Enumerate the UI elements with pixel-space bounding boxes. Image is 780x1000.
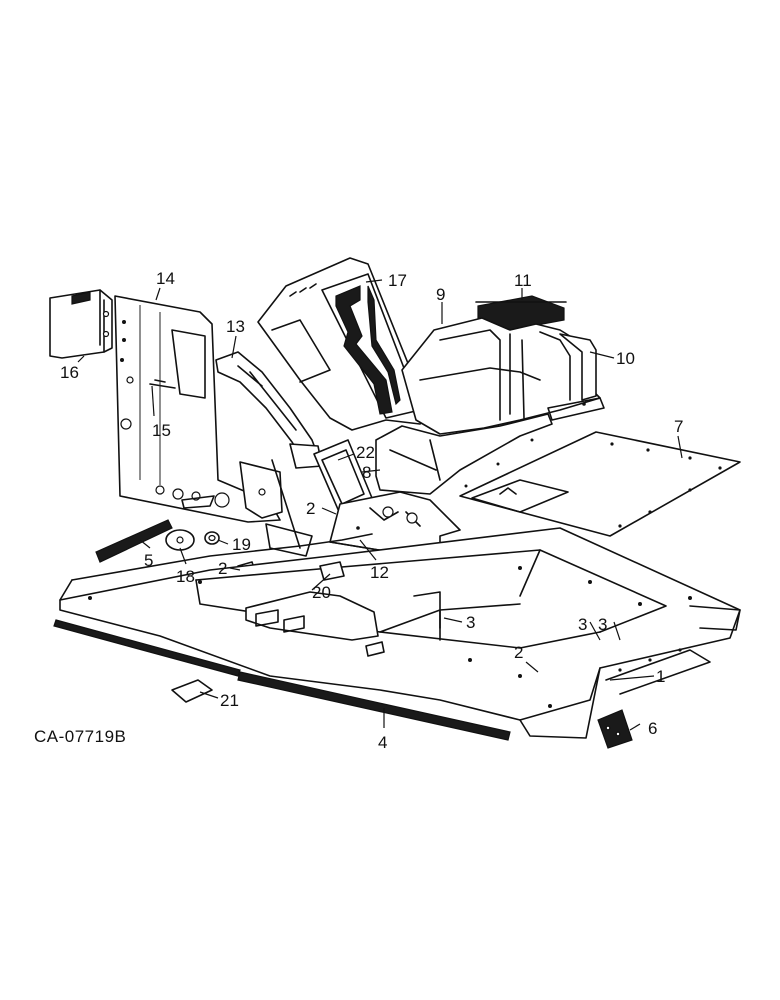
callout-8: 8: [362, 463, 371, 482]
part-7-floor-panel: [459, 431, 741, 537]
part-17-frame: [257, 257, 431, 431]
callout-9: 9: [436, 285, 445, 304]
part-9-console-housing: [401, 317, 605, 435]
callout-12: 12: [370, 563, 389, 582]
part-4-strip: [53, 619, 511, 741]
callout-1: 1: [656, 667, 665, 686]
callout-15: 15: [152, 421, 171, 440]
callout-2-upper: 2: [306, 499, 315, 518]
part-21-piece: [171, 679, 213, 703]
callout-17: 17: [388, 271, 407, 290]
callout-4: 4: [378, 733, 387, 752]
callout-20: 20: [312, 583, 331, 602]
callout-16: 16: [60, 363, 79, 382]
callout-11: 11: [514, 271, 532, 290]
part-19-grommet: [204, 531, 220, 545]
part-5-strip: [95, 519, 173, 563]
callout-13: 13: [226, 317, 245, 336]
callout-7: 7: [674, 417, 683, 436]
part-8-mat: [375, 413, 553, 495]
callout-14: 14: [156, 269, 175, 288]
part-11-bar: [475, 295, 567, 331]
callout-18: 18: [176, 567, 195, 586]
callout-2-left: 2: [218, 559, 227, 578]
callout-21: 21: [220, 691, 239, 710]
callout-2-right: 2: [514, 643, 523, 662]
part-13-curved-arm: [215, 351, 323, 557]
callouts: 16 14 15 13 17 9 11 10 7 22 8 2 12 5 18 …: [34, 269, 683, 752]
callout-6: 6: [648, 719, 657, 738]
part-14-side-panel: [114, 295, 281, 523]
part-1-main-frame: [59, 527, 741, 739]
drawing-code: CA-07719B: [34, 727, 126, 746]
part-16-bracket: [49, 289, 113, 359]
callout-22: 22: [356, 443, 375, 462]
callout-10: 10: [616, 349, 635, 368]
callout-19: 19: [232, 535, 251, 554]
part-18-plate: [165, 529, 195, 551]
leader-lines: [77, 279, 683, 731]
callout-3-right-a: 3: [578, 615, 587, 634]
callout-3-center: 3: [466, 613, 475, 632]
callout-5: 5: [144, 551, 153, 570]
callout-3-right-b: 3: [598, 615, 607, 634]
part-6-block: [597, 709, 633, 749]
